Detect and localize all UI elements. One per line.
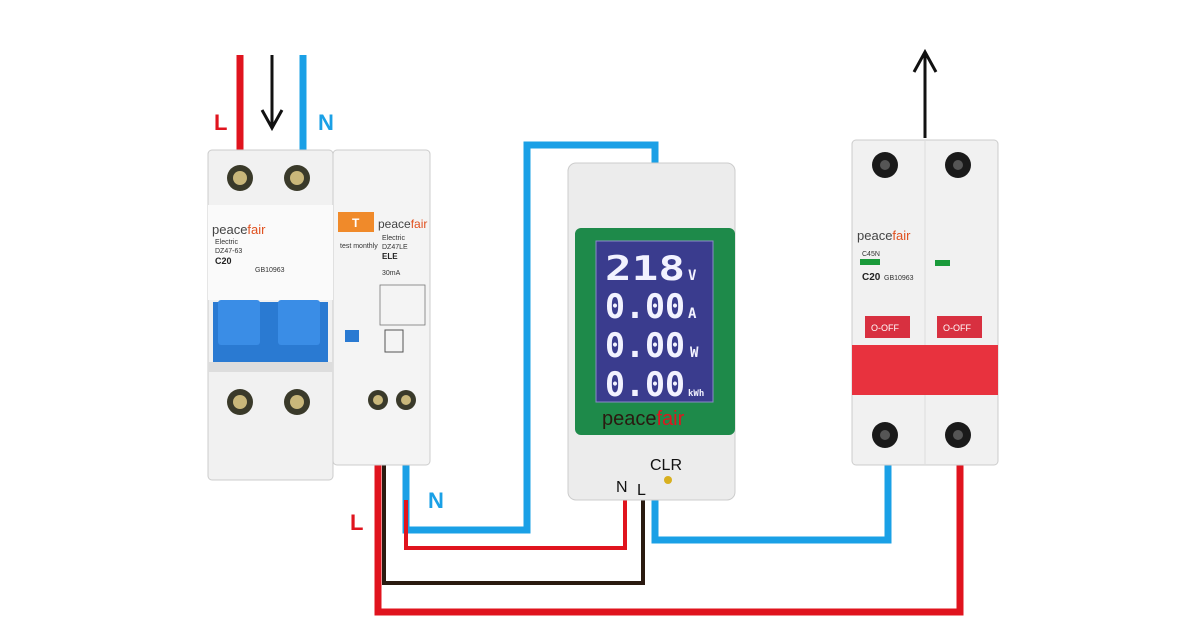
output-neutral-label: N <box>428 488 444 513</box>
meter-clear-label: CLR <box>650 457 682 474</box>
meter-brand: peacefair <box>602 408 685 430</box>
mcb-toggle-left[interactable] <box>865 316 910 338</box>
line-wire-to-mcb <box>374 400 964 616</box>
rcd-test-button-label: T <box>352 216 360 230</box>
output-line-label: L <box>350 510 363 535</box>
rcbo-toggle-left[interactable] <box>218 300 260 345</box>
reading-power-unit: W <box>690 345 699 361</box>
reading-voltage-value: 218 <box>605 249 685 289</box>
mcb-toggle-left-label: O-OFF <box>871 323 899 333</box>
rcd-model: DZ47LE <box>382 244 408 251</box>
reading-energy-unit: kWh <box>688 389 704 399</box>
mcb-model: C45N <box>862 251 880 258</box>
meter-lcd <box>595 240 714 403</box>
rcbo-toggle-right[interactable] <box>278 300 320 345</box>
rcbo-mcb-code: GB10963 <box>255 267 285 274</box>
meter-common-wire <box>382 420 645 585</box>
meter-clear-button[interactable] <box>664 476 672 484</box>
rcd-note: test monthly <box>340 243 378 250</box>
rcbo-brand: peacefair <box>212 222 266 237</box>
mcb-toggle-right-label: O-OFF <box>943 323 971 333</box>
mcb-rating: C20 <box>862 272 881 283</box>
energy-meter: 218 V 0.00 A 0.00 W 0.00 kWh peacefair C… <box>567 162 736 501</box>
reading-power-value: 0.00 <box>605 326 685 366</box>
rcd-brand: peacefair <box>378 217 427 231</box>
reading-voltage-unit: V <box>688 268 697 284</box>
rcd-test-button[interactable] <box>338 212 374 232</box>
output-direction-arrow-icon <box>912 48 938 138</box>
reading-current-unit: A <box>688 306 697 322</box>
rcbo-mcb-maker: Electric <box>215 239 238 246</box>
input-line-label: L <box>214 110 227 135</box>
rcd-leakage: 30mA <box>382 270 401 277</box>
input-neutral-label: N <box>318 110 334 135</box>
mcb-toggle-right[interactable] <box>937 316 982 338</box>
rcd-maker: Electric <box>382 235 405 242</box>
meter-terminal-n-label: N <box>616 479 628 496</box>
output-mcb-breaker: peacefair C45N C20 GB10963 O-OFF O-OFF <box>851 139 999 466</box>
rcbo-mcb-model: DZ47-63 <box>215 248 242 255</box>
rcbo-mcb-rating: C20 <box>215 256 232 266</box>
mcb-brand: peacefair <box>857 228 911 243</box>
reading-energy-value: 0.00 <box>605 365 685 405</box>
meter-terminal-l-label: L <box>637 482 646 499</box>
mcb-code: GB10963 <box>884 275 914 282</box>
reading-current-value: 0.00 <box>605 287 685 327</box>
meter-l-wire <box>404 498 627 550</box>
input-direction-arrow-icon <box>260 55 284 132</box>
rcbo-breaker: peacefair Electric DZ47-63 C20 GB10963 T… <box>207 149 431 481</box>
neutral-wire-to-mcb <box>651 440 892 544</box>
rcd-type: ELE <box>382 252 398 261</box>
